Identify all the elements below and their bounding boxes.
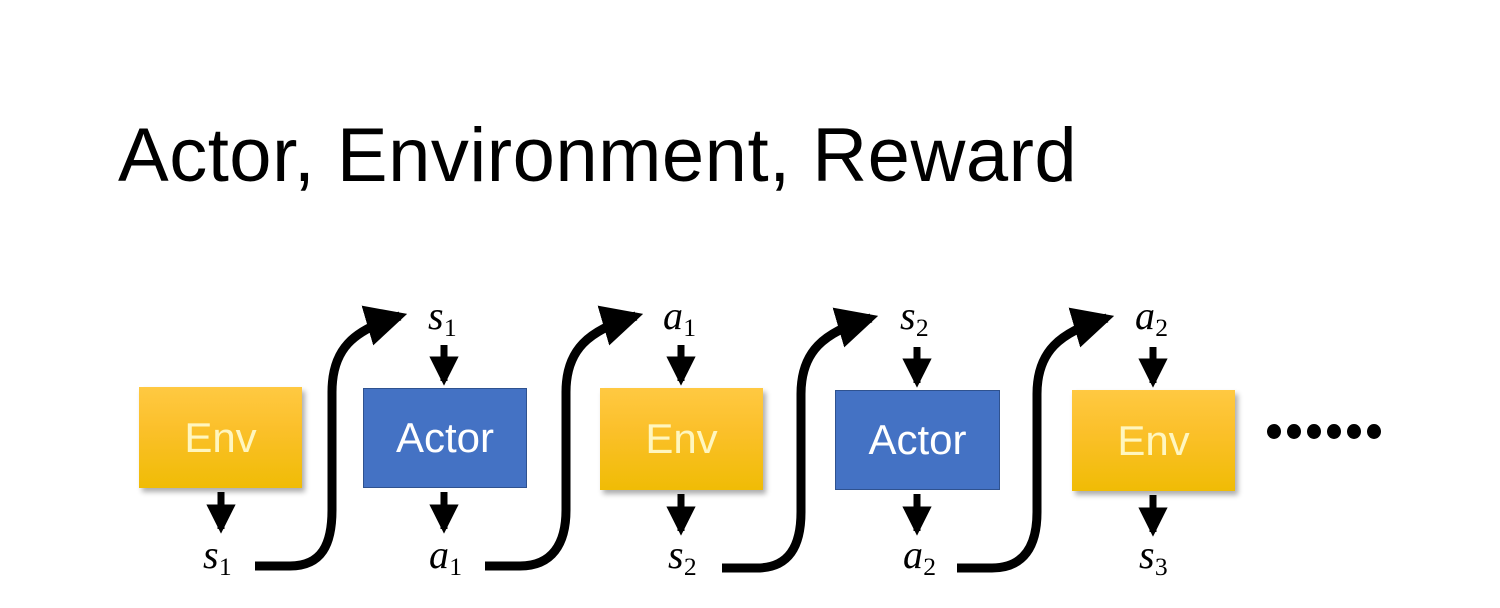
node-env-1[interactable]: Env	[139, 387, 302, 488]
ellipsis-dot	[1267, 424, 1281, 439]
ellipsis-group-2	[1327, 424, 1381, 439]
var-sub: 1	[449, 551, 463, 581]
label-bottom-s1: s1	[203, 532, 232, 579]
ellipsis-dot	[1327, 424, 1341, 439]
node-env-3[interactable]: Env	[1072, 390, 1235, 491]
var-base: s	[428, 293, 444, 338]
node-label: Env	[645, 415, 718, 462]
curve-s2-feedback	[722, 307, 879, 573]
node-actor-2[interactable]: Actor	[835, 390, 1000, 490]
label-bottom-s3: s3	[1139, 532, 1168, 579]
label-top-a1: a1	[663, 293, 696, 340]
var-sub: 3	[1154, 551, 1168, 581]
ellipsis-continuation	[1267, 424, 1381, 439]
var-base: s	[668, 532, 684, 577]
var-sub: 1	[218, 551, 232, 581]
node-label: Env	[1117, 416, 1190, 464]
var-sub: 2	[683, 551, 697, 581]
var-sub: 2	[923, 551, 937, 581]
ellipsis-dot	[1367, 424, 1381, 439]
node-label: Actor	[868, 416, 967, 463]
ellipsis-group-1	[1267, 424, 1321, 439]
curve-a2-feedback	[957, 307, 1115, 573]
label-bottom-a1: a1	[429, 532, 462, 579]
node-label: Env	[184, 413, 257, 461]
var-sub: 1	[443, 312, 457, 342]
node-actor-1[interactable]: Actor	[363, 388, 527, 488]
ellipsis-dot	[1347, 424, 1361, 439]
curve-a1-feedback	[485, 305, 644, 571]
var-base: s	[203, 532, 219, 577]
label-bottom-a2: a2	[903, 532, 936, 579]
label-top-a2: a2	[1135, 293, 1168, 340]
var-base: a	[663, 293, 683, 338]
var-sub: 2	[1155, 312, 1169, 342]
ellipsis-dot	[1287, 424, 1301, 439]
label-top-s1: s1	[428, 293, 457, 340]
label-bottom-s2: s2	[668, 532, 697, 579]
var-base: a	[903, 532, 923, 577]
node-label: Actor	[395, 414, 495, 461]
page-title: Actor, Environment, Reward	[118, 113, 1078, 198]
node-env-2[interactable]: Env	[600, 388, 763, 490]
var-base: s	[900, 293, 916, 338]
ellipsis-dot	[1307, 424, 1321, 439]
var-sub: 2	[915, 312, 929, 342]
var-base: a	[1135, 293, 1155, 338]
curve-s1-feedback	[255, 305, 408, 571]
var-base: a	[429, 532, 449, 577]
label-top-s2: s2	[900, 293, 929, 340]
var-sub: 1	[683, 312, 697, 342]
var-base: s	[1139, 532, 1155, 577]
